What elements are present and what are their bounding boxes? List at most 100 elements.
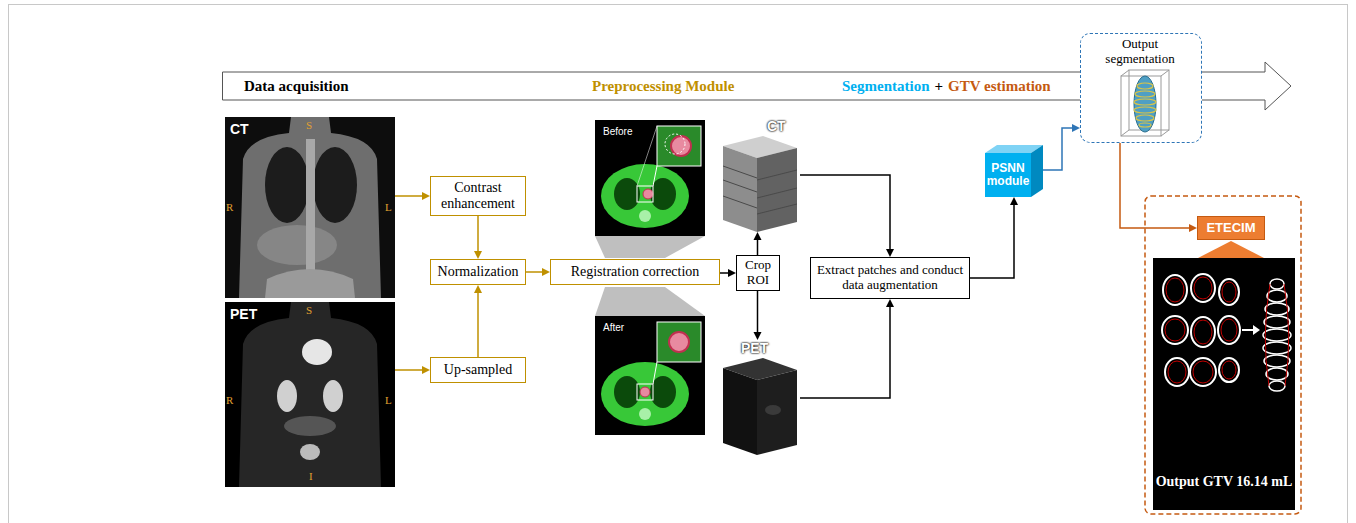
axial-slice bbox=[595, 316, 705, 435]
process-box: Normalization bbox=[430, 259, 526, 285]
network-module: PSNN module bbox=[985, 145, 1043, 197]
connector-line bbox=[395, 195, 423, 197]
box-label: Registration correction bbox=[571, 264, 700, 280]
connector-line bbox=[395, 369, 423, 371]
arrowhead bbox=[1189, 224, 1197, 232]
connector bbox=[720, 269, 736, 277]
connector-line bbox=[800, 306, 890, 398]
pet-volume: PET bbox=[715, 340, 800, 455]
box-label: ETECIM bbox=[1206, 221, 1255, 236]
connector bbox=[474, 285, 482, 357]
stage-label: GTV estimation bbox=[948, 78, 1051, 95]
registration-after-image: After bbox=[595, 316, 705, 435]
connector-line bbox=[526, 271, 543, 273]
orientation-label: S bbox=[306, 304, 312, 316]
method-box: ETECIM bbox=[1197, 216, 1265, 240]
arrowhead bbox=[886, 299, 894, 307]
orientation-label: S bbox=[306, 119, 312, 131]
ct-anatomy bbox=[225, 117, 395, 298]
projection-triangle bbox=[1198, 241, 1264, 258]
orientation-label: R bbox=[226, 201, 233, 213]
connector bbox=[395, 192, 430, 200]
cube-faces bbox=[985, 145, 1043, 197]
process-box: Extract patches and conduct data augment… bbox=[810, 257, 970, 299]
volume-block bbox=[723, 358, 797, 455]
module-label: PSNN module bbox=[985, 162, 1031, 188]
stage-label: Segmentation bbox=[842, 78, 930, 95]
arrowhead bbox=[474, 285, 482, 293]
stage-label: + bbox=[935, 78, 944, 95]
stage-label: Preprocessing Module bbox=[592, 78, 734, 95]
connector-line bbox=[800, 175, 890, 250]
connector bbox=[754, 232, 762, 255]
box-label: Up-sampled bbox=[444, 362, 512, 378]
registration-image bbox=[595, 120, 705, 236]
connector bbox=[526, 268, 550, 276]
arrowhead bbox=[728, 269, 736, 277]
connector bbox=[800, 175, 894, 257]
pet-scan-image bbox=[225, 302, 395, 487]
arrowhead bbox=[542, 268, 550, 276]
volume-label: PET bbox=[741, 340, 768, 356]
arrowhead bbox=[886, 249, 894, 257]
connector-line bbox=[1120, 143, 1190, 228]
orientation-label: L bbox=[385, 394, 392, 406]
result-label: Output GTV 16.14 mL bbox=[1155, 474, 1293, 490]
ct-image-panel: CT S R L bbox=[225, 117, 395, 298]
ct-volume-render bbox=[715, 118, 800, 232]
arrowhead bbox=[1010, 197, 1018, 205]
orientation-label: R bbox=[226, 394, 233, 406]
connector bbox=[395, 366, 430, 374]
arrowhead bbox=[422, 366, 430, 374]
ct-volume: CT bbox=[715, 118, 800, 232]
arrowhead bbox=[1072, 124, 1080, 132]
stage-label: Data acquisition bbox=[244, 78, 349, 95]
registration-image bbox=[595, 316, 705, 435]
volume-label: CT bbox=[767, 118, 786, 134]
connector-line bbox=[720, 272, 729, 274]
connector-line bbox=[477, 292, 479, 357]
connector-line bbox=[970, 204, 1014, 278]
ct-scan-image bbox=[225, 117, 395, 298]
contour-stack bbox=[1153, 258, 1295, 510]
connector bbox=[800, 299, 894, 398]
arrowhead bbox=[422, 192, 430, 200]
arrowhead bbox=[474, 251, 482, 259]
connector-line bbox=[1043, 128, 1073, 170]
box-title: Output segmentation bbox=[1090, 37, 1190, 67]
box-label: Extract patches and conduct data augment… bbox=[815, 263, 965, 293]
connector bbox=[754, 291, 762, 340]
connector-line bbox=[757, 291, 759, 333]
arrowhead bbox=[754, 332, 762, 340]
volume-block bbox=[723, 136, 797, 232]
connector bbox=[1043, 124, 1080, 170]
orientation-label: L bbox=[385, 201, 392, 213]
process-box: Up-sampled bbox=[430, 357, 526, 383]
image-label: Before bbox=[603, 126, 632, 137]
process-box: Registration correction bbox=[550, 259, 720, 285]
axial-slice bbox=[595, 120, 705, 236]
image-title: CT bbox=[230, 121, 249, 137]
registration-before-image: Before bbox=[595, 120, 705, 236]
pet-anatomy bbox=[225, 302, 395, 487]
box-label: Crop ROI bbox=[740, 258, 776, 288]
connector bbox=[1120, 143, 1197, 232]
figure-frame bbox=[9, 5, 1348, 523]
pet-volume-render bbox=[715, 340, 800, 455]
gtv-region-dashed bbox=[1145, 196, 1301, 514]
connector bbox=[474, 216, 482, 259]
pet-image-panel: PET S R L I bbox=[225, 302, 395, 487]
connector bbox=[970, 197, 1018, 278]
output-segmentation-box: Output segmentation bbox=[1080, 33, 1202, 143]
connector-line bbox=[477, 216, 479, 252]
gtv-estimation-illustration bbox=[1153, 258, 1295, 510]
box-label: Contrast enhancement bbox=[435, 180, 521, 212]
image-title: PET bbox=[230, 306, 257, 322]
gtv-result-panel: Output GTV 16.14 mL bbox=[1153, 258, 1295, 510]
orientation-label: I bbox=[309, 470, 313, 482]
process-box: Crop ROI bbox=[736, 255, 780, 291]
box-label: Normalization bbox=[438, 264, 519, 280]
process-box: Contrast enhancement bbox=[430, 176, 526, 216]
image-label: After bbox=[603, 322, 624, 333]
